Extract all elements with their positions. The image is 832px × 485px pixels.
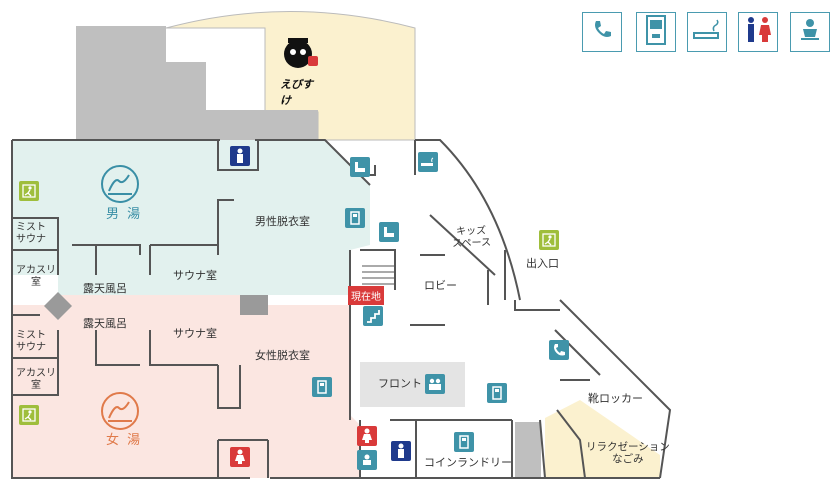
mist-sauna-men-label: ミスト サウナ xyxy=(16,222,46,245)
vending-machine-lobby-icon xyxy=(487,383,507,403)
phone-icon xyxy=(591,19,613,45)
womens-restroom-icon xyxy=(230,447,250,467)
mens-bath-mark xyxy=(101,165,139,203)
smoking-area-icon xyxy=(692,19,722,45)
changing-women-label: 女性脱衣室 xyxy=(255,349,310,362)
coin-laundry-label: コインランドリー xyxy=(424,456,512,469)
emergency-exit-men-icon xyxy=(19,181,39,201)
emergency-exit-women-icon xyxy=(19,405,39,425)
kids-space-label: キッズ スペース xyxy=(452,225,492,250)
legend-baby xyxy=(790,12,830,52)
gray-right-block xyxy=(515,422,541,477)
relaxation-area xyxy=(545,400,660,478)
massage-chair-2-icon xyxy=(379,222,399,242)
restroom-icon xyxy=(743,15,773,49)
entrance-label: 出入口 xyxy=(526,257,559,270)
legend-smoking xyxy=(687,12,727,52)
gray-divider xyxy=(44,292,72,320)
akasuri-men-label: アカスリ 室 xyxy=(16,265,56,288)
mens-restroom-icon xyxy=(230,146,250,166)
vending-machine-men-icon xyxy=(345,208,365,228)
baby-changing-icon xyxy=(797,17,823,47)
legend-restroom xyxy=(738,12,778,52)
restaurant-logo-text: えびすけ xyxy=(280,78,313,107)
gray-column xyxy=(240,295,268,315)
gray-block-top xyxy=(76,26,318,140)
relaxation-label: リラクゼーション なごみ xyxy=(586,441,670,466)
akasuri-women-label: アカスリ 室 xyxy=(16,368,56,391)
stairs-icon xyxy=(363,306,383,326)
smoking-area-map-icon xyxy=(418,152,438,172)
sauna-men-label: サウナ室 xyxy=(173,269,217,282)
mens-bath-label: 男 湯 xyxy=(106,207,143,222)
legend-phone xyxy=(582,12,622,52)
current-location-marker: 現在地 xyxy=(348,286,384,305)
womens-bath-label: 女 湯 xyxy=(106,433,143,448)
vending-machine-laundry-icon xyxy=(454,432,474,452)
sauna-women-label: サウナ室 xyxy=(173,327,217,340)
womens-bath-area xyxy=(12,295,360,478)
mist-sauna-women-label: ミスト サウナ xyxy=(16,330,46,353)
front-desk-staff-icon xyxy=(425,374,445,394)
baby-changing-map-icon xyxy=(357,450,377,470)
mens-restroom-lobby-icon xyxy=(391,441,411,461)
front-desk-label: フロント xyxy=(378,377,422,390)
outdoor-bath-men-label: 露天風呂 xyxy=(83,282,127,295)
vending-machine-women-icon xyxy=(312,377,332,397)
changing-men-label: 男性脱衣室 xyxy=(255,215,310,228)
massage-chair-icon xyxy=(350,157,370,177)
emergency-exit-entrance-icon xyxy=(539,230,559,250)
phone-map-icon xyxy=(549,340,569,360)
lobby-label: ロビー xyxy=(424,279,457,292)
vending-machine-icon xyxy=(644,15,668,49)
legend-vending xyxy=(636,12,676,52)
outdoor-bath-women-label: 露天風呂 xyxy=(83,317,127,330)
restaurant-logo: えびすけ xyxy=(280,34,320,107)
stairs xyxy=(362,265,394,285)
womens-restroom-lobby-icon xyxy=(357,426,377,446)
front-desk-area xyxy=(360,362,465,407)
womens-bath-mark xyxy=(101,392,139,430)
shoe-locker-label: 靴ロッカー xyxy=(588,392,643,405)
